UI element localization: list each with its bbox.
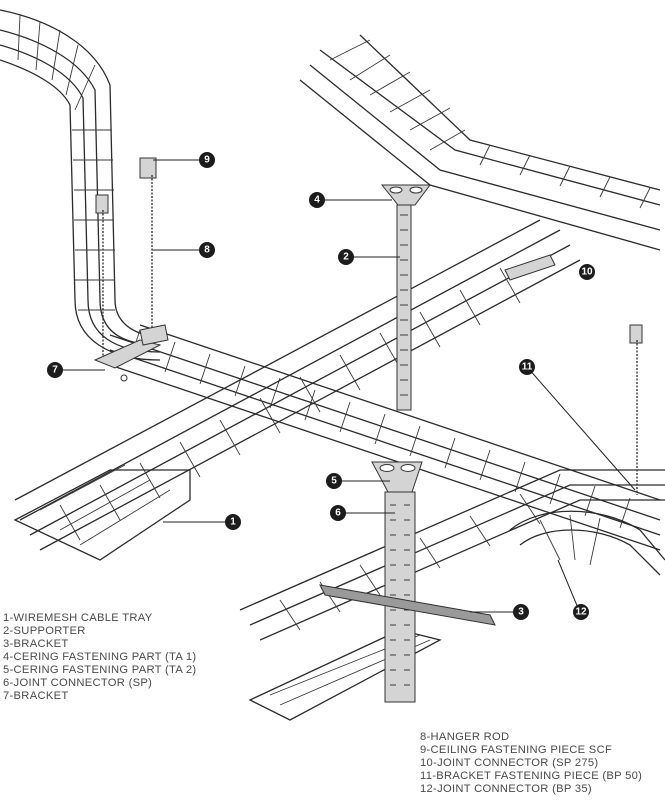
svg-text:7: 7 — [52, 365, 58, 376]
main-diagonal-tray — [109, 324, 661, 551]
legend-item: 4-CERING FASTENING PART (TA 1) — [3, 651, 197, 663]
hanger-rods — [95, 157, 643, 495]
bracket-3 — [319, 584, 496, 626]
supporter-lower — [371, 461, 423, 703]
svg-text:11: 11 — [522, 362, 533, 373]
callout-6: 6 — [330, 505, 346, 521]
svg-text:1: 1 — [230, 517, 236, 528]
curved-tray-top-left — [0, 9, 161, 361]
legend-right: 8-HANGER ROD 9-CEILING FASTENING PIECE S… — [420, 731, 642, 796]
cross-tray — [14, 219, 581, 551]
callout-12: 12 — [573, 604, 589, 620]
legend-item: 9-CEILING FASTENING PIECE SCF — [420, 744, 613, 756]
callout-9: 9 — [199, 152, 215, 168]
svg-text:4: 4 — [314, 195, 320, 206]
supporter-2 — [380, 184, 431, 411]
svg-text:5: 5 — [331, 476, 337, 487]
legend-item: 11-BRACKET FASTENING PIECE (BP 50) — [420, 770, 643, 782]
svg-text:12: 12 — [575, 607, 587, 618]
svg-text:6: 6 — [335, 508, 341, 519]
callout-1: 1 — [225, 514, 241, 530]
legend-item: 5-CERING FASTENING PART (TA 2) — [3, 664, 197, 676]
callout-3: 3 — [513, 604, 529, 620]
legend-item: 2-SUPPORTER — [3, 625, 86, 637]
legend-left: 1-WIREMESH CABLE TRAY 2-SUPPORTER 3-BRAC… — [3, 612, 196, 703]
svg-text:9: 9 — [204, 155, 210, 166]
callout-8: 8 — [199, 242, 215, 258]
svg-text:10: 10 — [581, 267, 593, 278]
lower-left-tray — [13, 464, 191, 561]
svg-text:2: 2 — [343, 252, 349, 263]
callout-10: 10 — [579, 264, 595, 280]
legend-item: 12-JOINT CONNECTOR (BP 35) — [420, 783, 592, 795]
svg-text:8: 8 — [204, 245, 210, 256]
callout-7: 7 — [47, 362, 63, 378]
legend-item: 10-JOINT CONNECTOR (SP 275) — [420, 757, 599, 769]
bracket-7 — [93, 324, 169, 382]
bottom-trays — [239, 469, 665, 721]
legend-item: 8-HANGER ROD — [420, 731, 510, 743]
top-right-tray — [299, 34, 661, 251]
callout-4: 4 — [309, 192, 325, 208]
callout-2: 2 — [338, 249, 354, 265]
legend-item: 6-JOINT CONNECTOR (SP) — [3, 677, 153, 689]
svg-text:3: 3 — [518, 607, 524, 618]
legend-item: 7-BRACKET — [3, 690, 69, 702]
joint-connector-10 — [504, 254, 556, 281]
legend-item: 3-BRACKET — [3, 638, 69, 650]
callout-11: 11 — [519, 359, 535, 375]
leader-lines — [60, 159, 636, 613]
legend-item: 1-WIREMESH CABLE TRAY — [3, 612, 153, 624]
callout-5: 5 — [326, 473, 342, 489]
